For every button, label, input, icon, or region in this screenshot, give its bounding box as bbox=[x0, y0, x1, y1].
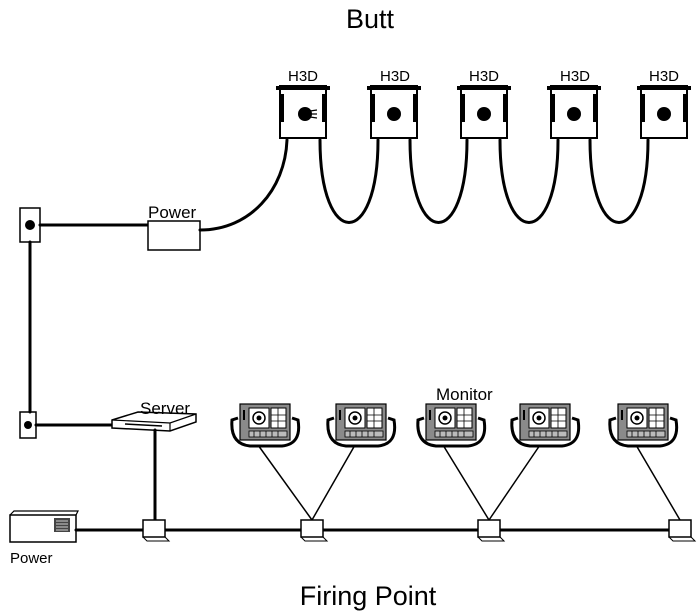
cable-monitor-4-hub bbox=[488, 444, 541, 521]
target-h3d-3 bbox=[457, 85, 511, 139]
target-label-1: H3D bbox=[288, 68, 318, 85]
fp-power-label: Power bbox=[10, 550, 53, 567]
wall-socket-lower bbox=[19, 411, 37, 439]
cable-monitor-5-hub bbox=[635, 444, 681, 521]
cable-monitor-2-hub bbox=[311, 444, 356, 521]
hub-2 bbox=[300, 519, 329, 542]
target-label-2: H3D bbox=[380, 68, 410, 85]
cable-target-1-2 bbox=[318, 138, 380, 224]
target-h3d-1 bbox=[276, 85, 330, 139]
wall-socket-upper bbox=[19, 207, 41, 243]
server-label: Server bbox=[140, 399, 190, 418]
cable-target-3-4 bbox=[498, 138, 560, 224]
butt-power-label: Power bbox=[148, 203, 197, 222]
target-h3d-5 bbox=[637, 85, 691, 139]
hub-1 bbox=[142, 519, 171, 542]
monitor-2 bbox=[326, 403, 397, 448]
server-device bbox=[111, 411, 197, 432]
monitor-1 bbox=[230, 403, 301, 448]
target-label-3: H3D bbox=[469, 68, 499, 85]
target-h3d-4 bbox=[547, 85, 601, 139]
butt-power-supply bbox=[147, 220, 201, 251]
target-label-4: H3D bbox=[560, 68, 590, 85]
target-h3d-2 bbox=[367, 85, 421, 139]
monitor-4 bbox=[510, 403, 581, 448]
hub-4 bbox=[668, 519, 697, 542]
monitor-3 bbox=[416, 403, 487, 448]
fp-power-supply bbox=[9, 510, 79, 543]
cable-target-2-3 bbox=[408, 138, 469, 224]
cable-monitor-1-hub bbox=[257, 444, 313, 521]
cable-monitor-3-hub bbox=[442, 444, 490, 521]
cable-target-4-5 bbox=[588, 138, 650, 224]
monitor-5 bbox=[608, 403, 679, 448]
monitor-label: Monitor bbox=[436, 385, 493, 404]
firing-point-title: Firing Point bbox=[300, 581, 437, 611]
hub-3 bbox=[477, 519, 506, 542]
butt-title: Butt bbox=[346, 4, 395, 34]
cable-power-to-target-1 bbox=[198, 138, 289, 232]
target-label-5: H3D bbox=[649, 68, 679, 85]
